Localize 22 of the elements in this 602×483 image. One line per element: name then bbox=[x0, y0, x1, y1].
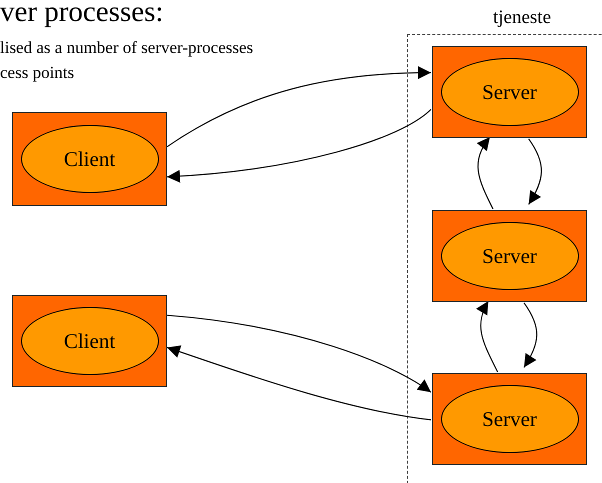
process-box bbox=[432, 373, 587, 465]
process-label: Server bbox=[482, 80, 537, 104]
arrow bbox=[524, 302, 538, 368]
arrow bbox=[166, 314, 432, 393]
process-label: Server bbox=[482, 244, 537, 268]
subtitle-text: lised as a number of server-processes bbox=[0, 38, 254, 58]
process-label: Server bbox=[482, 406, 537, 432]
process-box bbox=[12, 295, 167, 387]
arrow bbox=[166, 345, 432, 420]
arrow bbox=[528, 138, 542, 205]
process-box bbox=[432, 210, 587, 302]
group-heading: tjeneste bbox=[492, 7, 552, 29]
process-box bbox=[12, 112, 167, 206]
title: ver processes: bbox=[0, 0, 164, 29]
arrow bbox=[166, 108, 432, 183]
arrow bbox=[166, 66, 431, 148]
subtitle-text: cess points bbox=[0, 63, 74, 83]
arrow bbox=[476, 300, 498, 372]
arrow bbox=[477, 136, 494, 210]
process-label: Client bbox=[64, 146, 116, 172]
process-box bbox=[432, 46, 587, 138]
process-label: Client bbox=[64, 328, 116, 354]
